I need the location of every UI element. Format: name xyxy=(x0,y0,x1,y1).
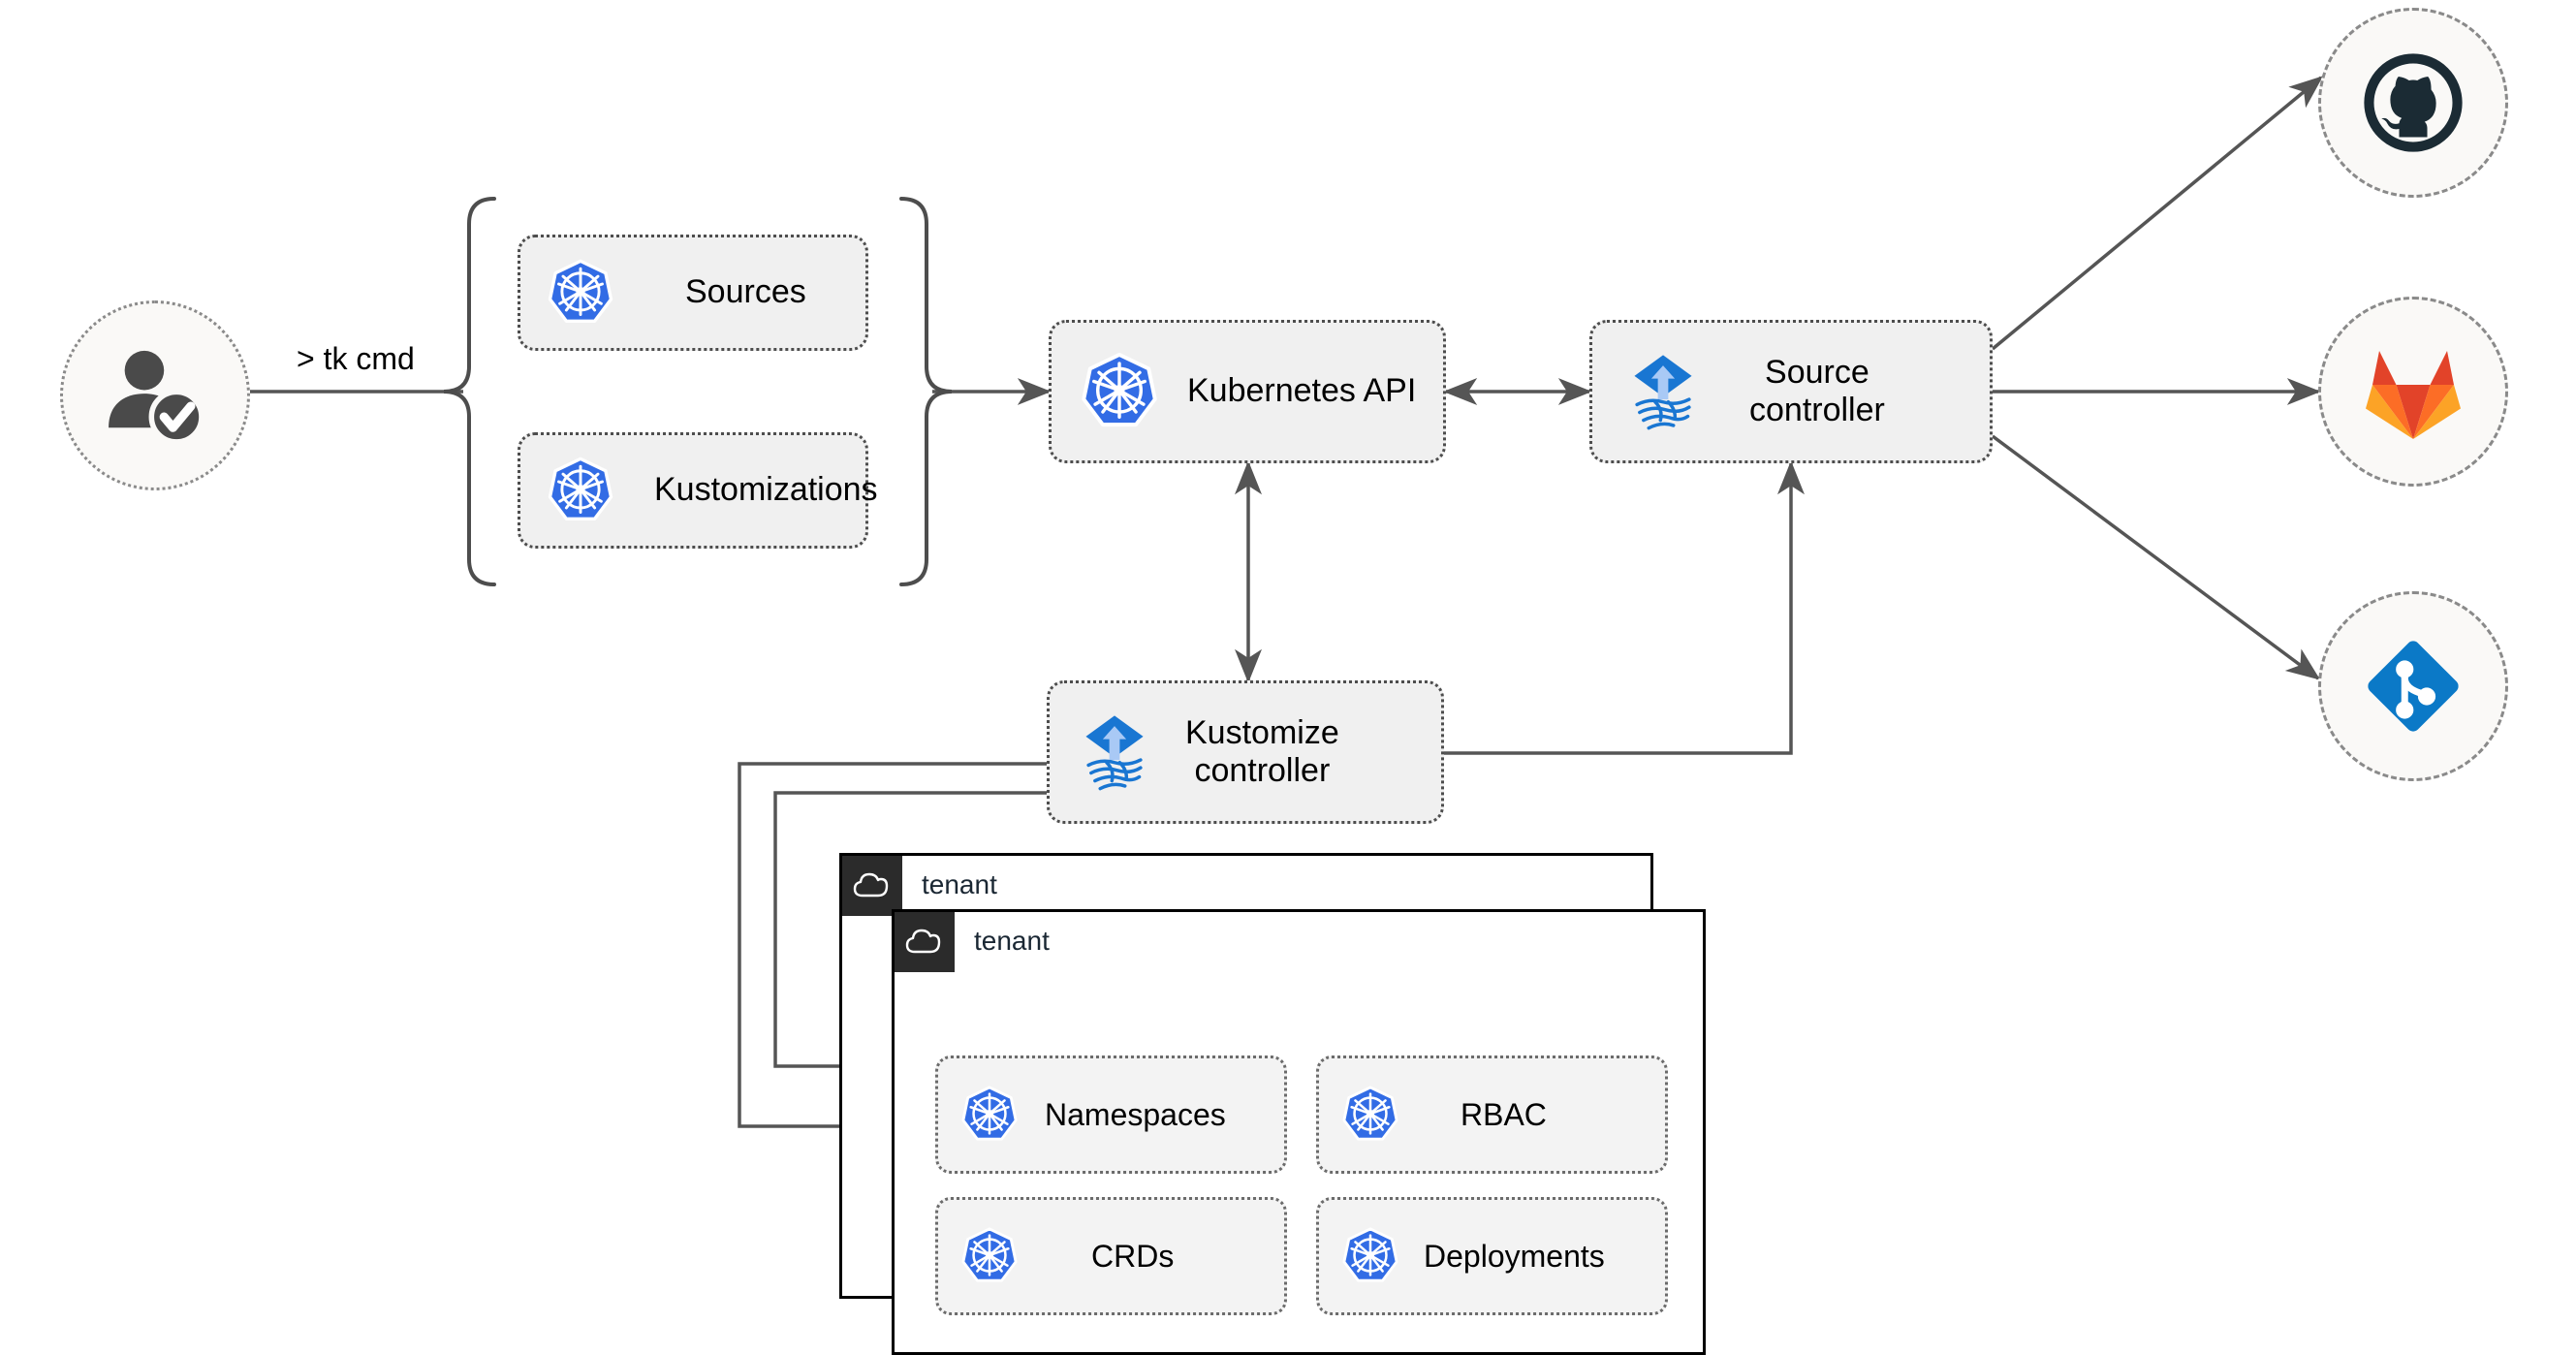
resource-label: RBAC xyxy=(1461,1096,1547,1132)
node-kustomizations[interactable]: Kustomizations xyxy=(518,432,878,549)
kubernetes-icon xyxy=(1342,1086,1398,1141)
gitlab-icon xyxy=(2366,351,2461,439)
user-check-icon xyxy=(109,350,204,445)
flux-icon xyxy=(1634,355,1692,430)
tenant-card-front[interactable]: tenant Namespaces xyxy=(892,909,1706,1355)
wire-kustomize-to-tenant-1 xyxy=(738,762,1047,1140)
github-icon xyxy=(2364,53,2463,152)
flux-icon xyxy=(1085,715,1144,791)
resource-namespaces[interactable]: Namespaces xyxy=(935,1056,1287,1174)
provider-github[interactable] xyxy=(2318,8,2508,198)
wire-kustomize-to-source xyxy=(1444,460,1805,755)
resource-label: Namespaces xyxy=(1045,1096,1226,1132)
wire-kustomize-to-tenant-2 xyxy=(773,791,1047,1080)
cloud-icon-badge xyxy=(895,912,955,972)
kubernetes-icon xyxy=(961,1086,1018,1141)
cloud-icon-badge xyxy=(842,856,902,916)
node-label: Sources xyxy=(685,273,806,311)
resource-label: Deployments xyxy=(1424,1238,1605,1274)
cloud-icon xyxy=(853,872,889,898)
right-brace xyxy=(899,197,953,586)
tenant-resource-grid: Namespaces RBAC xyxy=(935,1056,1668,1315)
provider-git[interactable] xyxy=(2318,591,2508,781)
kubernetes-icon xyxy=(961,1227,1018,1282)
kubernetes-icon xyxy=(1082,352,1157,427)
wire-source-to-github xyxy=(1991,76,2324,351)
kubernetes-icon xyxy=(548,457,613,520)
node-sources[interactable]: Sources xyxy=(518,235,868,351)
command-label: > tk cmd xyxy=(291,341,421,377)
resource-crds[interactable]: CRDs xyxy=(935,1197,1287,1315)
git-icon xyxy=(2368,641,2459,732)
provider-gitlab[interactable] xyxy=(2318,297,2508,487)
tenant-header: tenant xyxy=(895,912,1703,972)
actor-user[interactable] xyxy=(60,300,250,490)
node-source-controller[interactable]: Source controller xyxy=(1589,320,1993,463)
node-kustomize-controller[interactable]: Kustomize controller xyxy=(1047,680,1444,824)
kubernetes-icon xyxy=(1342,1227,1398,1282)
node-label: Kubernetes API xyxy=(1187,372,1417,410)
node-kubernetes-api[interactable]: Kubernetes API xyxy=(1049,320,1446,463)
node-label: Source controller xyxy=(1749,353,1885,428)
resource-label: CRDs xyxy=(1091,1238,1175,1274)
node-label: Kustomizations xyxy=(654,471,878,509)
cloud-icon xyxy=(905,929,941,954)
tenant-name: tenant xyxy=(922,869,997,899)
node-label: Kustomize controller xyxy=(1185,713,1339,789)
left-brace xyxy=(443,197,496,586)
resource-rbac[interactable]: RBAC xyxy=(1316,1056,1668,1174)
tenant-name: tenant xyxy=(974,926,1050,956)
tenant-header: tenant xyxy=(842,856,1650,916)
wire-source-to-git xyxy=(1991,434,2321,680)
resource-deployments[interactable]: Deployments xyxy=(1316,1197,1668,1315)
kubernetes-icon xyxy=(548,259,613,323)
